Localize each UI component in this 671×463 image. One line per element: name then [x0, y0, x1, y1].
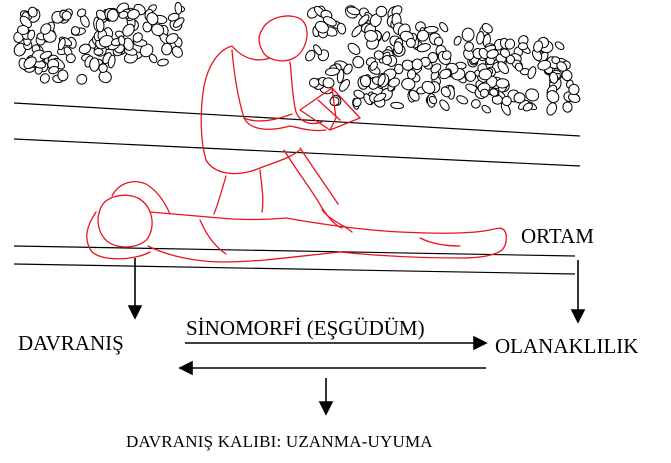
shrub-leaf [554, 40, 565, 51]
label-synomorphy: SİNOMORFİ (EŞGÜDÜM) [186, 318, 425, 339]
shrub-leaf [471, 99, 482, 110]
shrub-leaf [438, 98, 451, 112]
shrub-leaf [438, 21, 449, 33]
shrub-leaf [518, 43, 527, 50]
shrub-leaf [323, 78, 335, 89]
shrub-leaf [390, 102, 403, 110]
sitting-person-icon [201, 16, 360, 232]
ground-line-lower-front [14, 264, 575, 274]
shrub-leaf [395, 64, 403, 74]
shrub-leaf [562, 102, 572, 113]
shrub-leaf [568, 84, 579, 95]
shrub-leaf [89, 58, 99, 72]
bushes-icon [12, 1, 581, 117]
shrub-leaf [526, 66, 537, 80]
shrub-leaf [462, 28, 474, 41]
shrub-leaf [107, 9, 118, 21]
shrub-leaf [157, 58, 169, 67]
shrub-leaf [96, 19, 104, 32]
shrub-leaf [66, 54, 75, 63]
shrub-leaf [455, 94, 468, 105]
reclining-person-icon [87, 182, 507, 262]
shrub-leaf [75, 73, 88, 86]
shrub-leaf [346, 41, 362, 57]
ground-lines [14, 103, 580, 274]
shrub-leaf [175, 2, 182, 14]
shrub-leaf [545, 101, 558, 116]
shrub-leaf [496, 79, 509, 88]
shrub-leaf [481, 104, 492, 115]
shrub-leaf [514, 93, 525, 103]
shrub-leaf [17, 25, 29, 35]
shrub-leaf [479, 68, 492, 80]
shrub-leaf [57, 70, 68, 82]
label-possibility: OLANAKLILIK [495, 336, 638, 357]
ground-line-upper-back [14, 103, 580, 136]
label-behavior-pattern: DAVRANIŞ KALIBI: UZANMA-UYUMA [126, 433, 433, 450]
shrub-leaf [62, 11, 71, 20]
shrub-leaf [453, 35, 463, 46]
label-behavior: DAVRANIŞ [18, 333, 124, 354]
shrub-leaf [351, 55, 366, 70]
shrub-leaf [502, 96, 512, 106]
label-environment: ORTAM [521, 226, 594, 247]
